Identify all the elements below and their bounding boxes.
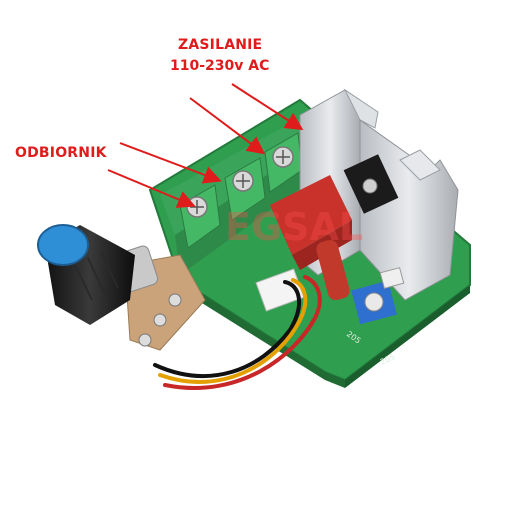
wires (153, 275, 322, 390)
watermark: EGSAL (225, 205, 363, 249)
terminal-blocks (160, 118, 305, 275)
capacitor (270, 175, 352, 301)
trim-pot (351, 267, 405, 325)
load-label: ODBIORNIK (15, 145, 107, 161)
supply-voltage-label: 110-230v AC (170, 58, 270, 74)
supply-label: ZASILANIE (178, 37, 263, 53)
arrow-load-1 (119, 142, 222, 184)
arrow-supply-2 (189, 97, 266, 155)
arrow-load-2 (107, 169, 196, 208)
arrow-supply-1 (231, 83, 304, 131)
arrows (107, 83, 304, 208)
knob (37, 224, 135, 325)
